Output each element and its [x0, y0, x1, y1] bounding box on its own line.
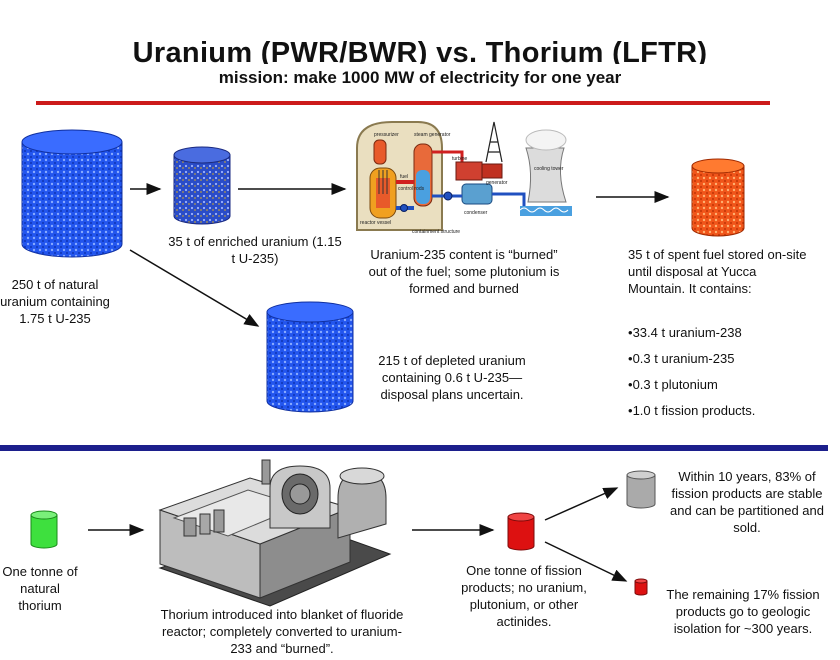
natural-uranium-label: 250 t of natural uranium containing 1.75…	[0, 277, 110, 326]
spent-fuel-cylinder	[691, 158, 745, 237]
natural-thorium-label: One tonne of natural thorium	[2, 564, 78, 613]
arrow-fission-to-stable	[544, 487, 619, 521]
reactor-process-label: Uranium-235 content is “burned” out of t…	[368, 247, 560, 296]
label-reactor-vessel: reactor vessel	[360, 220, 391, 226]
thorium-reactor-label: Thorium introduced into blanket of fluor…	[160, 607, 404, 656]
page-subtitle: mission: make 1000 MW of electricity for…	[218, 68, 622, 87]
spent-content-item: 1.0 t fission products.	[628, 402, 828, 419]
lftr-plant-diagram	[158, 459, 392, 607]
label-fuel: fuel	[400, 174, 408, 180]
label-steam-generator: steam generator	[414, 132, 451, 138]
stable-products-label: Within 10 years, 83% of fission products…	[670, 469, 824, 535]
thorium-flow-arrows	[88, 487, 628, 582]
uranium-flow-arrows	[129, 183, 670, 327]
fission-products-label: One tonne of fission products; no uraniu…	[461, 563, 587, 629]
page-title: Uranium (PWR/BWR) vs. Thorium (LFTR)	[132, 37, 708, 64]
spent-fuel-contents: 33.4 t uranium-238 0.3 t uranium-235 0.3…	[628, 324, 828, 428]
remaining-fission-products-cylinder	[634, 578, 648, 596]
spent-fuel-label: 35 t of spent fuel stored on-site until …	[628, 247, 807, 296]
spent-content-item: 0.3 t plutonium	[628, 376, 828, 393]
enriched-uranium-cylinder	[173, 146, 231, 225]
label-condenser: condenser	[464, 210, 488, 216]
middle-divider	[0, 445, 828, 451]
natural-uranium-cylinder	[21, 129, 123, 258]
fission-products-cylinder	[507, 512, 535, 551]
label-turbine: turbine	[452, 156, 468, 162]
natural-thorium-cylinder	[30, 510, 58, 549]
label-cooling-tower: cooling tower	[534, 166, 564, 172]
label-pressurizer: pressurizer	[374, 132, 399, 138]
spent-content-item: 0.3 t uranium-235	[628, 350, 828, 367]
arrow-fission-to-remaining	[544, 541, 628, 582]
remaining-products-label: The remaining 17% fission products go to…	[666, 587, 820, 636]
arrow-natural-to-depleted	[129, 249, 260, 327]
top-divider	[36, 101, 770, 105]
enriched-uranium-label: 35 t of enriched uranium (1.15 t U-235)	[168, 234, 342, 266]
depleted-uranium-label: 215 t of depleted uranium containing 0.6…	[378, 353, 526, 402]
stable-fission-products-cylinder	[626, 470, 656, 509]
spent-content-item: 33.4 t uranium-238	[628, 324, 828, 341]
depleted-uranium-cylinder	[266, 301, 354, 413]
label-containment: containment structure	[412, 229, 460, 235]
pwr-reactor-diagram: pressurizer steam generator fuel control…	[352, 118, 572, 236]
label-control-rods: control rods	[398, 186, 425, 192]
label-generator: generator	[486, 180, 508, 186]
